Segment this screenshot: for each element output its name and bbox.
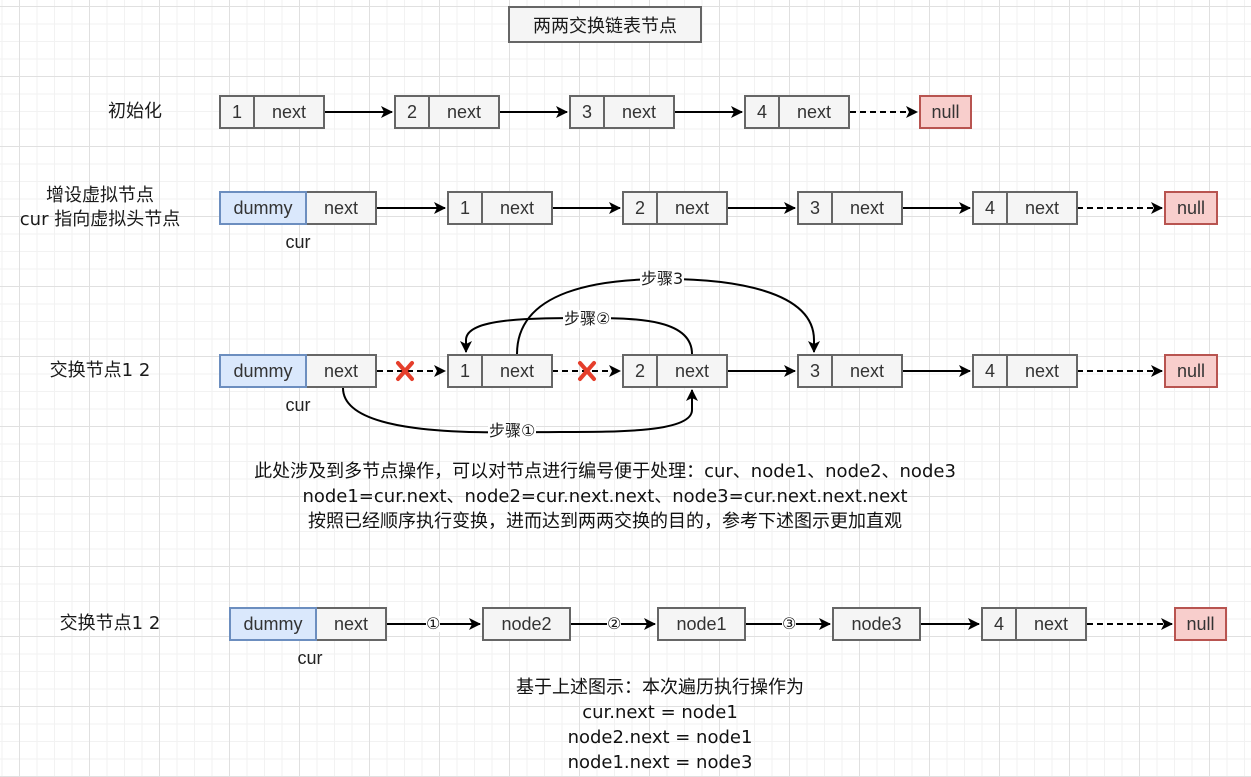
node-next: next [1017,607,1087,641]
step3-curve [516,277,820,355]
node-next: next [1008,354,1078,388]
cur-label: cur [285,395,311,415]
row4-label: 交换节点1 2 [59,613,161,634]
dummy-node: dummy [219,354,307,388]
node-next: next [658,191,728,225]
row1-label: 初始化 [108,101,162,122]
node-next: next [833,354,903,388]
note-line-3: 按照已经顺序执行变换，进而达到两两交换的目的，参考下述图示更加直观 [308,511,902,532]
node-next: next [430,95,500,129]
dummy-node: dummy [229,607,317,641]
step1-label: 步骤① [488,421,537,440]
node-next: next [255,95,325,129]
node-value: 3 [569,95,605,129]
note-line-2: node1=cur.next、node2=cur.next.next、node3… [302,486,908,507]
diagram-title: 两两交换链表节点 [508,6,702,43]
step3-label: 步骤3 [640,269,685,288]
node1-box: node1 [657,607,746,641]
note-line-1: 此处涉及到多节点操作，可以对节点进行编号便于处理：cur、node1、node2… [254,461,956,482]
summary-heading: 基于上述图示：本次遍历执行操作为 [516,677,804,698]
row2-label-line2: cur 指向虚拟头节点 [19,209,181,230]
null-node: null [1164,354,1218,388]
node-value: 1 [219,95,255,129]
dummy-next: next [307,354,377,388]
node-next: next [658,354,728,388]
cur-label: cur [297,648,323,668]
summary-line-2: node2.next = node1 [567,727,753,748]
row3-label: 交换节点1 2 [49,360,151,381]
node-value: 2 [394,95,430,129]
node-value: 1 [447,354,483,388]
broken-link-x-icon-1 [396,361,414,381]
node-value: 4 [981,607,1017,641]
node-value: 2 [622,354,658,388]
summary-line-3: node1.next = node3 [567,752,753,773]
step2-label: 步骤② [563,309,612,328]
node-value: 4 [972,354,1008,388]
node-value: 3 [797,354,833,388]
node-next: next [483,354,553,388]
node-next: next [780,95,850,129]
dummy-next: next [317,607,387,641]
cur-label: cur [285,232,311,252]
node-value: 1 [447,191,483,225]
row2-label-line1: 增设虚拟节点 [46,185,154,206]
node-next: next [1008,191,1078,225]
broken-link-x-icon-2 [578,361,596,381]
node-next: next [483,191,553,225]
null-node: null [1164,191,1218,225]
node3-box: node3 [832,607,921,641]
summary-line-1: cur.next = node1 [582,702,738,723]
node-next: next [833,191,903,225]
null-node: null [1174,607,1227,641]
node-value: 3 [797,191,833,225]
node-value: 2 [622,191,658,225]
node-value: 4 [744,95,780,129]
node-value: 4 [972,191,1008,225]
node2-box: node2 [482,607,571,641]
edge-label-3: ③ [782,614,797,633]
dummy-node: dummy [219,191,307,225]
edge-label-1: ① [426,614,441,633]
null-node: null [919,95,972,129]
step1-curve [342,387,698,434]
node-next: next [605,95,675,129]
edge-label-2: ② [607,614,622,633]
dummy-next: next [307,191,377,225]
